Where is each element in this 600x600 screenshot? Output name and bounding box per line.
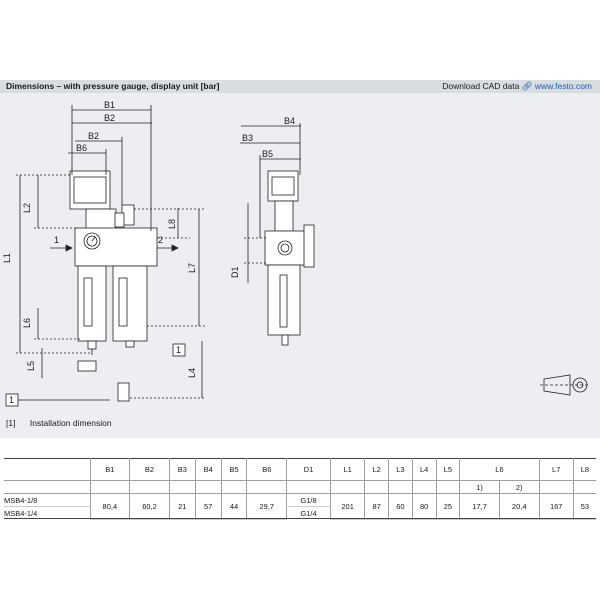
col-header-d1: D1 <box>286 458 331 481</box>
row-type: MSB4-1/4 <box>4 508 38 518</box>
callout-label-left: 1 <box>9 395 14 405</box>
dimension-drawing: B1 B2 B2 B6 L1 L2 L6 L5 L8 L7 L4 1 2 1 1… <box>2 100 590 407</box>
row-type: MSB4-1/8 <box>4 493 91 507</box>
dim-label-l7: L7 <box>187 263 197 273</box>
dim-label-d1: D1 <box>230 266 240 278</box>
cell-d1: G1/8 <box>286 493 331 507</box>
cell-l6-1: 17,7 <box>459 493 500 520</box>
cell-l5: 25 <box>435 493 460 520</box>
footnote: [1] Installation dimension <box>6 418 112 428</box>
cell-l6-2: 20,4 <box>498 493 540 520</box>
cell-d1: G1/4 <box>286 506 331 519</box>
dim-label-b5: B5 <box>262 149 273 159</box>
footnote-number: [1] <box>6 418 16 428</box>
dim-label-b1: B1 <box>104 100 115 110</box>
dim-label-l6: L6 <box>22 318 32 328</box>
dim-label-l2: L2 <box>22 203 32 213</box>
port-label-out: 2 <box>158 235 163 245</box>
col-subheader-l6-2: 2) <box>498 480 540 494</box>
table-row: MSB4-1/8 80,4 60,2 21 57 44 29,7 G1/8 20… <box>4 493 596 520</box>
cell-l7: 167 <box>538 493 574 520</box>
link-icon: 🔗︎ <box>521 81 533 91</box>
cell-b1: 80,4 <box>89 493 130 520</box>
col-header-b5: B5 <box>220 458 247 481</box>
cad-download-label: Download CAD data <box>442 81 520 91</box>
cell-b6: 29,7 <box>246 493 287 520</box>
cad-download[interactable]: Download CAD data 🔗︎ www.festo.com <box>442 80 592 93</box>
callout-label: 1 <box>176 345 181 355</box>
col-header-b2: B2 <box>129 458 170 481</box>
section-title: Dimensions – with pressure gauge, displa… <box>6 81 220 91</box>
cell-b4: 57 <box>194 493 222 520</box>
table-bottom-rule <box>4 518 596 519</box>
dim-label-b3: B3 <box>242 133 253 143</box>
col-subheader-l6-1: 1) <box>459 480 500 494</box>
port-label-in: 1 <box>54 235 59 245</box>
cell-b2: 60,2 <box>129 493 170 520</box>
col-header-l2: L2 <box>364 458 389 481</box>
section-header: Dimensions – with pressure gauge, displa… <box>0 80 600 93</box>
cell-b5: 44 <box>220 493 247 520</box>
col-header-l5: L5 <box>435 458 460 481</box>
cell-b3: 21 <box>168 493 196 520</box>
dim-label-b4: B4 <box>284 116 295 126</box>
dim-label-b2-top: B2 <box>104 113 115 123</box>
cell-l1: 201 <box>329 493 365 520</box>
col-header-l3: L3 <box>388 458 413 481</box>
dim-label-b6: B6 <box>76 143 87 153</box>
col-header-l4: L4 <box>411 458 437 481</box>
dim-label-l4: L4 <box>187 368 197 378</box>
cell-l2: 87 <box>364 493 389 520</box>
cell-l4: 80 <box>411 493 437 520</box>
col-header-l6: L6 <box>459 458 540 481</box>
col-header-b6: B6 <box>246 458 287 481</box>
col-header-b3: B3 <box>168 458 196 481</box>
cad-download-link[interactable]: www.festo.com <box>534 81 592 91</box>
table-row: MSB4-1/4 G1/4 <box>4 506 596 519</box>
dimensions-table: B1 B2 B3 B4 B5 B6 D1 L1 L2 L3 L4 L5 L6 L… <box>4 458 596 520</box>
cell-l3: 60 <box>388 493 413 520</box>
dim-label-l5: L5 <box>26 361 36 371</box>
dimension-drawing-panel: B1 B2 B2 B6 L1 L2 L6 L5 L8 L7 L4 1 2 1 1… <box>0 93 600 438</box>
dim-label-b2: B2 <box>88 131 99 141</box>
col-header-type <box>4 458 91 481</box>
footnote-text: Installation dimension <box>29 418 112 428</box>
cell-l8: 53 <box>572 493 596 520</box>
dim-label-l1: L1 <box>2 253 12 263</box>
col-header-l1: L1 <box>329 458 365 481</box>
col-header-l8: L8 <box>572 458 596 481</box>
col-header-b1: B1 <box>89 458 130 481</box>
col-header-l7: L7 <box>538 458 574 481</box>
col-header-b4: B4 <box>194 458 222 481</box>
dim-label-l8: L8 <box>167 219 177 229</box>
